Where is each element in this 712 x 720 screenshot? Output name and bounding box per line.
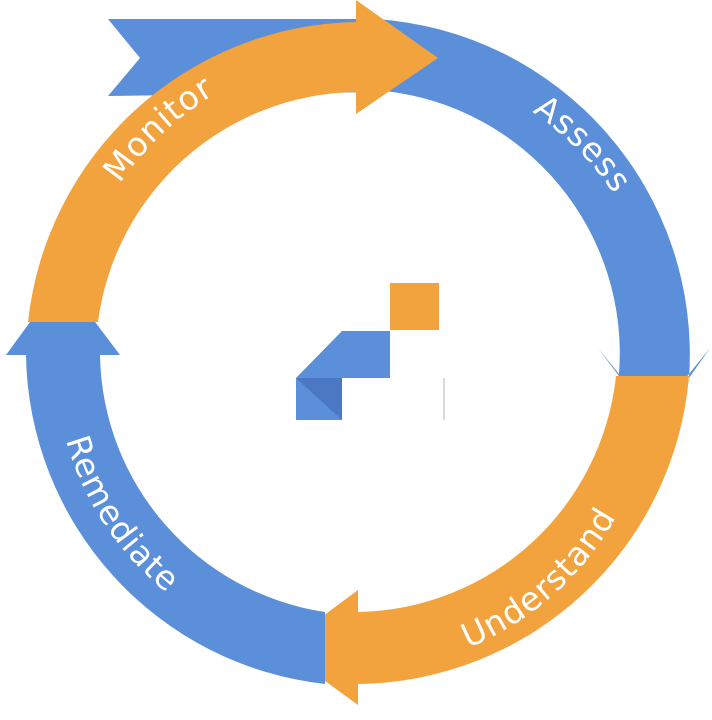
remediate-arrow xyxy=(6,278,325,684)
logo-orange-square xyxy=(390,283,439,330)
understand-arrow xyxy=(280,376,689,705)
center-logo xyxy=(296,283,445,420)
monitor-arrow xyxy=(28,0,438,322)
logo-blue-step xyxy=(296,331,390,420)
logo-blue-shade xyxy=(296,378,342,420)
assess-arrow xyxy=(375,19,710,420)
